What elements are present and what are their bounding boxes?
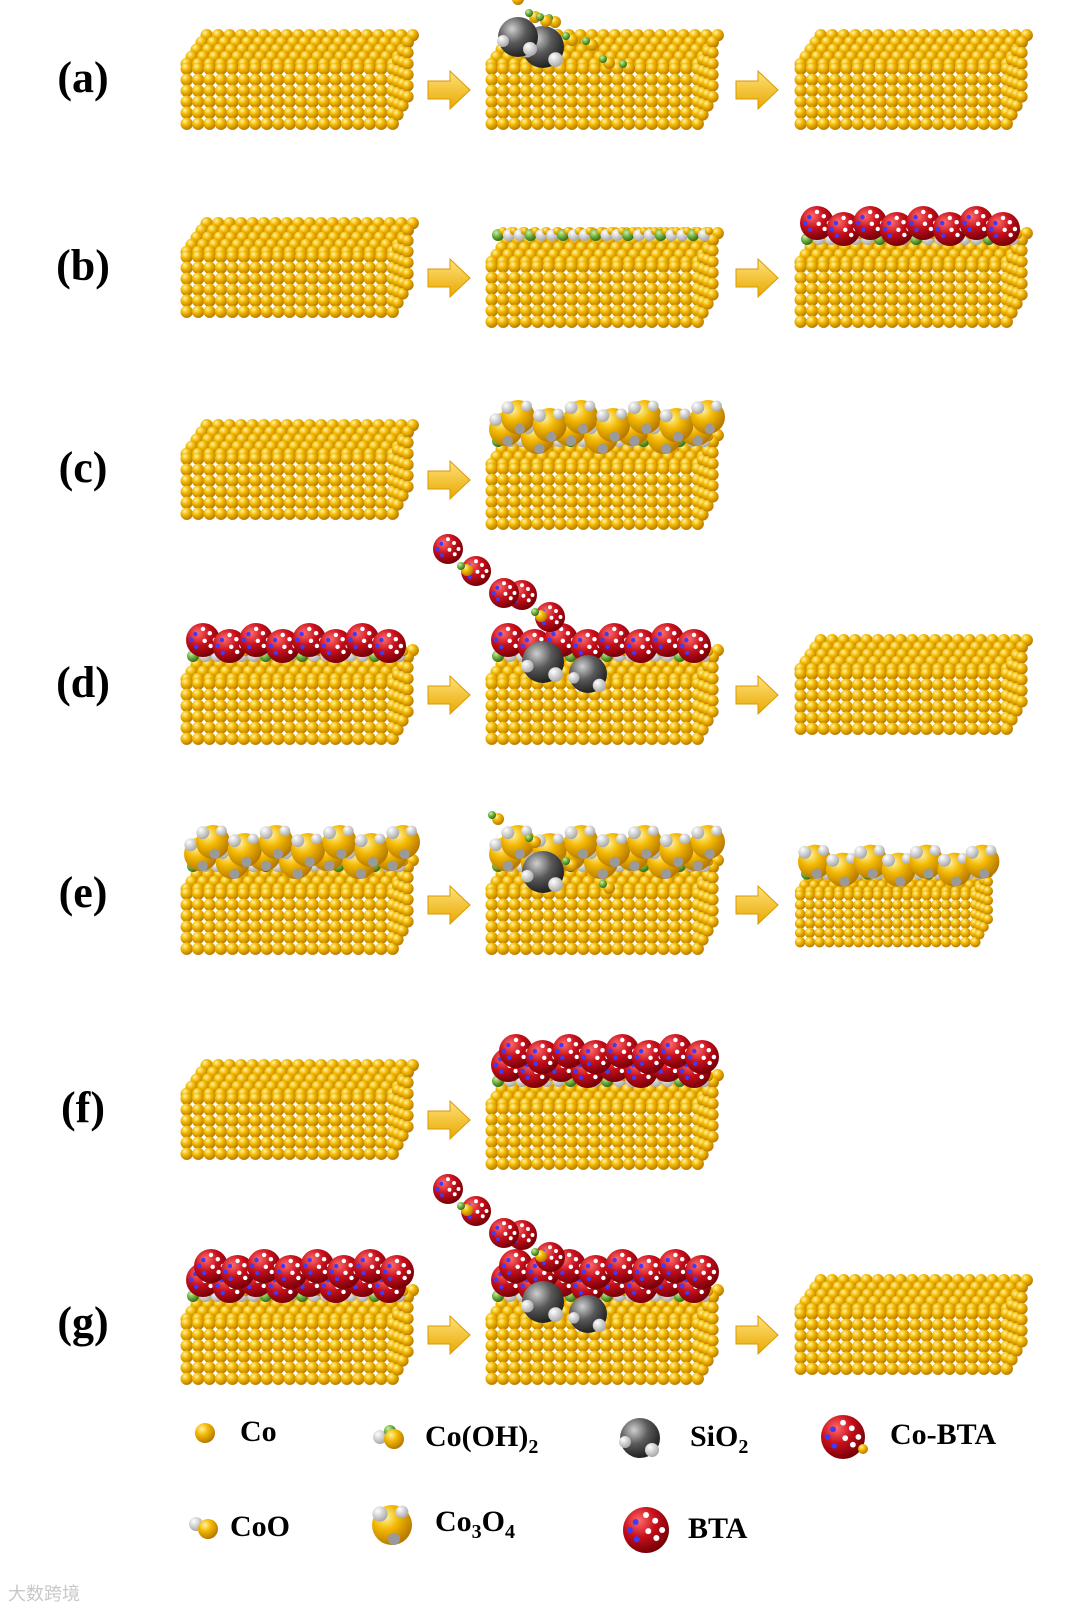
panel-bta <box>181 623 419 745</box>
process-arrow <box>428 676 470 714</box>
legend-label-co: Co <box>240 1415 277 1449</box>
legend-icon-bta <box>623 1507 669 1553</box>
panel-bare <box>181 1059 419 1160</box>
process-arrow <box>428 886 470 924</box>
panel-bare <box>181 29 419 130</box>
process-arrow <box>736 886 778 924</box>
row-label: (d) <box>48 657 118 708</box>
panel-sio2 <box>486 0 724 130</box>
panel-co3o4_sio2 <box>486 811 725 955</box>
panel-bare <box>181 217 419 318</box>
process-arrow <box>428 1316 470 1354</box>
panel-co3o4_thin <box>795 845 1000 948</box>
panel-bta_thick_sio2 <box>433 1174 724 1385</box>
panel-bare <box>181 419 419 520</box>
legend-label-coo: CoO <box>230 1510 290 1544</box>
legend-label-co3o4: Co3O4 <box>435 1505 515 1544</box>
legend-icon-co <box>195 1423 215 1443</box>
process-arrow <box>428 259 470 297</box>
process-arrow <box>736 71 778 109</box>
process-arrow <box>428 71 470 109</box>
legend-icon-co3o4 <box>372 1505 412 1545</box>
panel-bta_thick <box>181 1249 419 1385</box>
watermark: 大数跨境 <box>8 1580 80 1606</box>
process-arrow <box>736 676 778 714</box>
panel-co3o4 <box>486 400 725 530</box>
panel-bare <box>795 1274 1033 1375</box>
panel-bta <box>795 206 1033 328</box>
row-label: (a) <box>48 52 118 103</box>
legend-icon-cooh2 <box>373 1425 404 1449</box>
legend-label-cooh2: Co(OH)2 <box>425 1420 538 1459</box>
row-label: (e) <box>48 867 118 918</box>
panel-bare <box>795 29 1033 130</box>
panel-bta_sio2 <box>433 534 724 745</box>
panel-bta_thick <box>486 1034 724 1170</box>
row-label: (b) <box>48 240 118 291</box>
panel-oh <box>486 227 724 328</box>
legend-label-bta: BTA <box>688 1512 747 1546</box>
row-label: (c) <box>48 442 118 493</box>
panel-bare <box>795 634 1033 735</box>
legend-icon-sio2 <box>619 1418 660 1458</box>
process-arrow <box>428 461 470 499</box>
legend-label-sio2: SiO2 <box>690 1420 748 1459</box>
process-arrow <box>428 1101 470 1139</box>
legend-icon-coo <box>189 1517 218 1539</box>
legend-label-cobta: Co-BTA <box>890 1418 996 1452</box>
row-label: (g) <box>48 1297 118 1348</box>
process-arrow <box>736 259 778 297</box>
legend-icon-cobta <box>821 1415 868 1459</box>
row-label: (f) <box>48 1082 118 1133</box>
process-arrow <box>736 1316 778 1354</box>
panel-co3o4 <box>181 825 420 955</box>
